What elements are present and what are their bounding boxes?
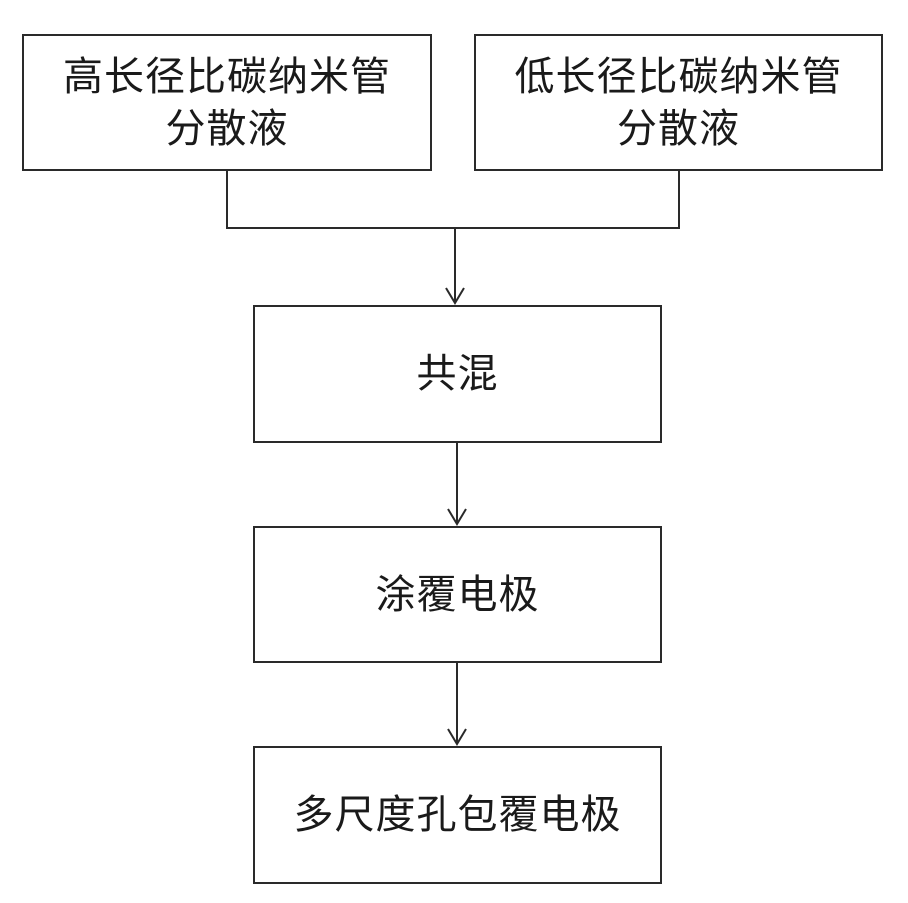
node-coat-electrode: 涂覆电极 [253, 526, 662, 663]
node-blend: 共混 [253, 305, 662, 443]
node-coat-label: 涂覆电极 [376, 569, 540, 621]
node-low-aspect-line2: 分散液 [617, 103, 740, 155]
node-blend-label: 共混 [417, 348, 499, 400]
node-high-aspect-line2: 分散液 [166, 103, 289, 155]
node-final-label: 多尺度孔包覆电极 [294, 789, 622, 841]
node-low-aspect-line1: 低长径比碳纳米管 [515, 51, 843, 103]
arrowhead-coat [448, 509, 466, 524]
arrowhead-final [448, 729, 466, 744]
node-high-aspect-cnt-dispersion: 高长径比碳纳米管 分散液 [22, 34, 432, 171]
node-low-aspect-cnt-dispersion: 低长径比碳纳米管 分散液 [474, 34, 883, 171]
connector-high-to-merge [227, 171, 457, 228]
node-multiscale-pore-coated-electrode: 多尺度孔包覆电极 [253, 746, 662, 884]
node-high-aspect-line1: 高长径比碳纳米管 [63, 51, 391, 103]
connector-low-to-merge [457, 171, 679, 228]
arrowhead-blend [446, 288, 464, 303]
